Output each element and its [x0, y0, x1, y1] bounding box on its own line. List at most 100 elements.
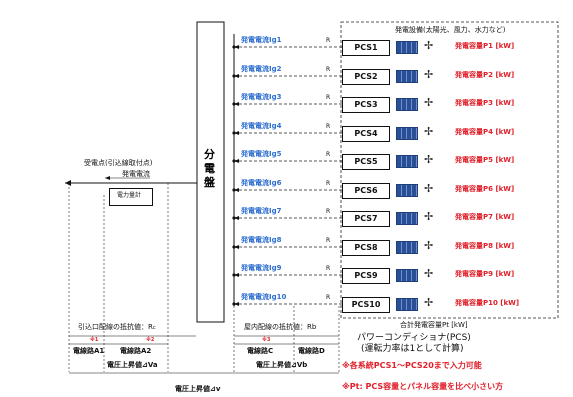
receiving-point-label: 受電点(引込線取付点): [84, 159, 153, 167]
gen-current-label: 発電電流: [122, 170, 150, 178]
solar-panel-icon: [396, 98, 418, 111]
gen-current-ig-label: 発電電流Ig1: [241, 36, 282, 44]
gen-facility-label: 発電設備(太陽光、風力、水力など): [395, 26, 506, 34]
gen-capacity-label: 発電容量P3 [kW]: [455, 99, 515, 107]
resistance-r-label: R: [326, 294, 331, 301]
gen-current-ig-label: 発電電流Ig6: [241, 179, 282, 187]
wind-turbine-icon: ✢: [424, 68, 434, 81]
gen-capacity-label: 発電容量P8 [kW]: [455, 242, 515, 250]
solar-panel-icon: [396, 298, 418, 311]
branch-lines: [232, 45, 342, 306]
resistance-r-label: R: [326, 237, 331, 244]
service-arrow: [65, 180, 71, 186]
resistance-r-label: R: [326, 94, 331, 101]
note-3-marker: ※3: [262, 337, 271, 343]
lead-in-resistance-label: 引込口配線の抵抗値：Rc: [78, 323, 156, 331]
resistance-r-label: R: [326, 180, 331, 187]
resistance-r-label: R: [326, 208, 331, 215]
span-arrows: [69, 335, 339, 374]
gen-capacity-label: 発電容量P2 [kW]: [455, 71, 515, 79]
gen-capacity-label: 発電容量P10 [kW]: [455, 299, 520, 307]
gen-current-ig-label: 発電電流Ig4: [241, 122, 282, 130]
branch-arrow: [234, 131, 239, 135]
branch-arrow: [234, 102, 239, 106]
branch-arrow: [234, 45, 239, 49]
gen-current-arrow: [105, 176, 110, 180]
pcs-box: PCS3: [342, 97, 390, 113]
gen-current-ig-label: 発電電流Ig3: [241, 93, 282, 101]
pcs-box: PCS10: [342, 297, 390, 313]
gen-current-ig-label: 発電電流Ig9: [241, 264, 282, 272]
wind-turbine-icon: ✢: [424, 96, 434, 109]
rise-vb-label: 電圧上昇値⊿Vb: [256, 361, 308, 369]
pcs-title: パワーコンディショナ(PCS): [357, 333, 471, 343]
gen-capacity-label: 発電容量P9 [kW]: [455, 270, 515, 278]
gen-capacity-label: 発電容量P5 [kW]: [455, 156, 515, 164]
solar-panel-icon: [396, 41, 418, 54]
pcs-box: PCS7: [342, 211, 390, 227]
gen-facility-frame: [340, 21, 559, 319]
switchboard-label: 分電盤: [204, 148, 215, 189]
indoor-resistance-label: 屋内配線の抵抗値：Rb: [244, 323, 317, 331]
rise-total-label: 電圧上昇値⊿v: [175, 385, 221, 393]
solar-panel-icon: [396, 241, 418, 254]
line-d-label: 電線路D: [298, 347, 325, 355]
wind-turbine-icon: ✢: [424, 296, 434, 309]
gen-current-ig-label: 発電電流Ig5: [241, 150, 282, 158]
switchboard-box: [196, 21, 225, 323]
solar-panel-icon: [396, 212, 418, 225]
resistance-r-label: R: [326, 123, 331, 130]
rise-va-label: 電圧上昇値⊿Va: [107, 361, 158, 369]
power-meter-box: [109, 188, 153, 206]
wind-turbine-icon: ✢: [424, 125, 434, 138]
wind-turbine-icon: ✢: [424, 39, 434, 52]
branch-arrow: [234, 245, 239, 249]
branch-arrow: [234, 216, 239, 220]
pcs-box: PCS8: [342, 240, 390, 256]
branch-arrow: [234, 273, 239, 277]
wind-turbine-icon: ✢: [424, 153, 434, 166]
pcs-box: PCS1: [342, 40, 390, 56]
resistance-r-label: R: [326, 66, 331, 73]
solar-panel-icon: [396, 269, 418, 282]
solar-panel-icon: [396, 184, 418, 197]
resistance-r-label: R: [326, 37, 331, 44]
wind-turbine-icon: ✢: [424, 239, 434, 252]
pcs-box: PCS2: [342, 69, 390, 85]
line-a2-label: 電線路A2: [120, 347, 152, 355]
note-pt: ※Pt: PCS容量とパネル容量を比べ小さい方: [342, 382, 504, 391]
gen-current-ig-label: 発電電流Ig10: [241, 293, 287, 301]
gen-current-ig-label: 発電電流Ig7: [241, 207, 282, 215]
wind-turbine-icon: ✢: [424, 182, 434, 195]
branch-arrow: [234, 159, 239, 163]
resistance-r-label: R: [326, 265, 331, 272]
branch-arrow: [234, 188, 239, 192]
solar-panel-icon: [396, 155, 418, 168]
pcs-box: PCS4: [342, 126, 390, 142]
power-meter-label: 電力量計: [117, 192, 142, 199]
wind-turbine-icon: ✢: [424, 267, 434, 280]
gen-current-ig-label: 発電電流Ig8: [241, 236, 282, 244]
branch-arrow: [234, 302, 239, 306]
solar-panel-icon: [396, 70, 418, 83]
note-1-marker: ※1: [90, 337, 99, 343]
pcs-box: PCS5: [342, 154, 390, 170]
line-c-label: 電線路C: [247, 347, 274, 355]
gen-capacity-label: 発電容量P1 [kW]: [455, 42, 515, 50]
resistance-r-label: R: [326, 151, 331, 158]
branch-arrow: [234, 74, 239, 78]
pcs-box: PCS6: [342, 183, 390, 199]
solar-panel-icon: [396, 127, 418, 140]
gen-capacity-label: 発電容量P7 [kW]: [455, 213, 515, 221]
wind-turbine-icon: ✢: [424, 210, 434, 223]
line-a1-label: 電線路A1: [73, 347, 105, 355]
note-2-marker: ※2: [146, 337, 155, 343]
gen-capacity-label: 発電容量P6 [kW]: [455, 185, 515, 193]
pcs-subtitle: (運転力率は1として計算): [361, 344, 464, 354]
pcs-box: PCS9: [342, 268, 390, 284]
gen-capacity-label: 発電容量P4 [kW]: [455, 128, 515, 136]
gen-current-ig-label: 発電電流Ig2: [241, 65, 282, 73]
total-capacity-label: 合計発電容量Pt [kW]: [400, 321, 468, 329]
note-pcs-range: ※各系統PCS1～PCS20まで入力可能: [342, 361, 482, 370]
